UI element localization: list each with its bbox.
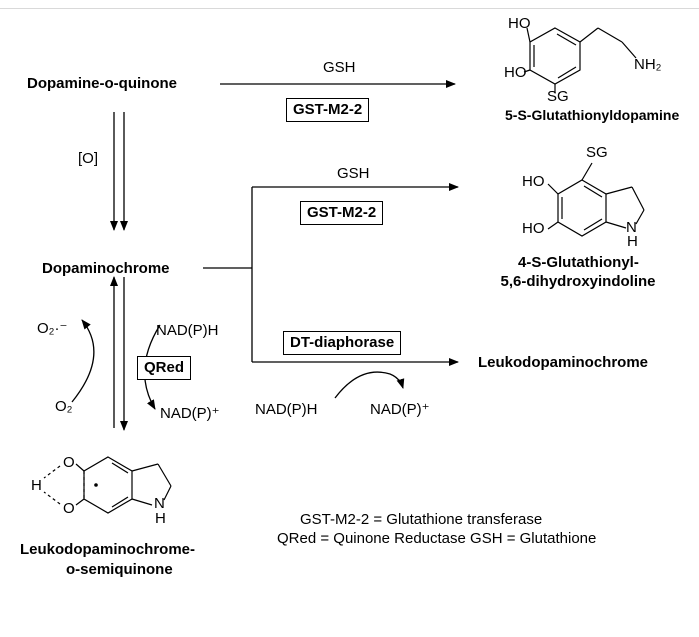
enzyme-box-mid: GST-M2-2 <box>300 201 384 225</box>
arrow-oxygen-to-superoxide <box>71 319 95 403</box>
label-superoxide: O₂·⁻ <box>37 320 68 337</box>
atom-sg-1: SG <box>547 88 569 105</box>
label-nadp-qred: NAD(P)⁺ <box>160 405 220 422</box>
structure-glutathionyl-indoline <box>547 162 645 237</box>
structure-glutathionyldopamine <box>523 27 637 93</box>
structure-semiquinone <box>43 456 172 514</box>
label-semiquinone-2: o-semiquinone <box>66 561 173 578</box>
label-nadph-dt: NAD(P)H <box>255 401 318 418</box>
atom-o-1: O <box>63 454 75 471</box>
enzyme-box-top: GST-M2-2 <box>286 98 370 122</box>
atom-ho-2: HO <box>504 64 527 81</box>
label-glutathionyl-indoline-1: 4-S-Glutathionyl- <box>518 254 639 271</box>
atom-h-1: H <box>627 233 638 250</box>
atom-ho-3: HO <box>522 173 545 190</box>
atom-o-2: O <box>63 500 75 517</box>
label-gsh-top: GSH <box>323 59 356 76</box>
atom-ho-1: HO <box>508 15 531 32</box>
label-oxidant: [O] <box>78 150 99 167</box>
atom-h-bridge: H <box>31 477 42 494</box>
label-semiquinone-1: Leukodopaminochrome- <box>20 541 196 558</box>
top-divider <box>0 8 699 9</box>
label-glutathionyl-indoline-2: 5,6-dihydroxyindoline <box>500 273 656 290</box>
legend-line-1: GST-M2-2 = Glutathione transferase <box>300 511 543 528</box>
atom-nh2: NH₂ <box>634 56 662 73</box>
label-dopaminochrome: Dopaminochrome <box>42 260 170 277</box>
label-dopamine-o-quinone: Dopamine-o-quinone <box>27 75 177 92</box>
label-oxygen: O₂ <box>55 398 73 415</box>
atom-h-2: H <box>155 510 166 527</box>
atom-nh-1: N <box>626 219 637 236</box>
arrow-nadph-curve <box>334 371 405 399</box>
radical-dot <box>94 483 98 487</box>
atom-sg-2: SG <box>586 144 608 161</box>
atom-ho-4: HO <box>522 220 545 237</box>
legend-line-2: QRed = Quinone Reductase GSH = Glutathio… <box>277 530 597 547</box>
label-nadp-dt: NAD(P)⁺ <box>370 401 430 418</box>
enzyme-box-dt-diaphorase: DT-diaphorase <box>283 331 402 355</box>
label-glutathionyldopamine: 5-S-Glutathionyldopamine <box>505 107 680 123</box>
label-leukodopaminochrome: Leukodopaminochrome <box>478 354 649 371</box>
enzyme-box-qred: QRed <box>137 356 192 380</box>
atom-nh-2: N <box>154 495 165 512</box>
label-nadph-qred: NAD(P)H <box>156 322 219 339</box>
label-gsh-mid: GSH <box>337 165 370 182</box>
